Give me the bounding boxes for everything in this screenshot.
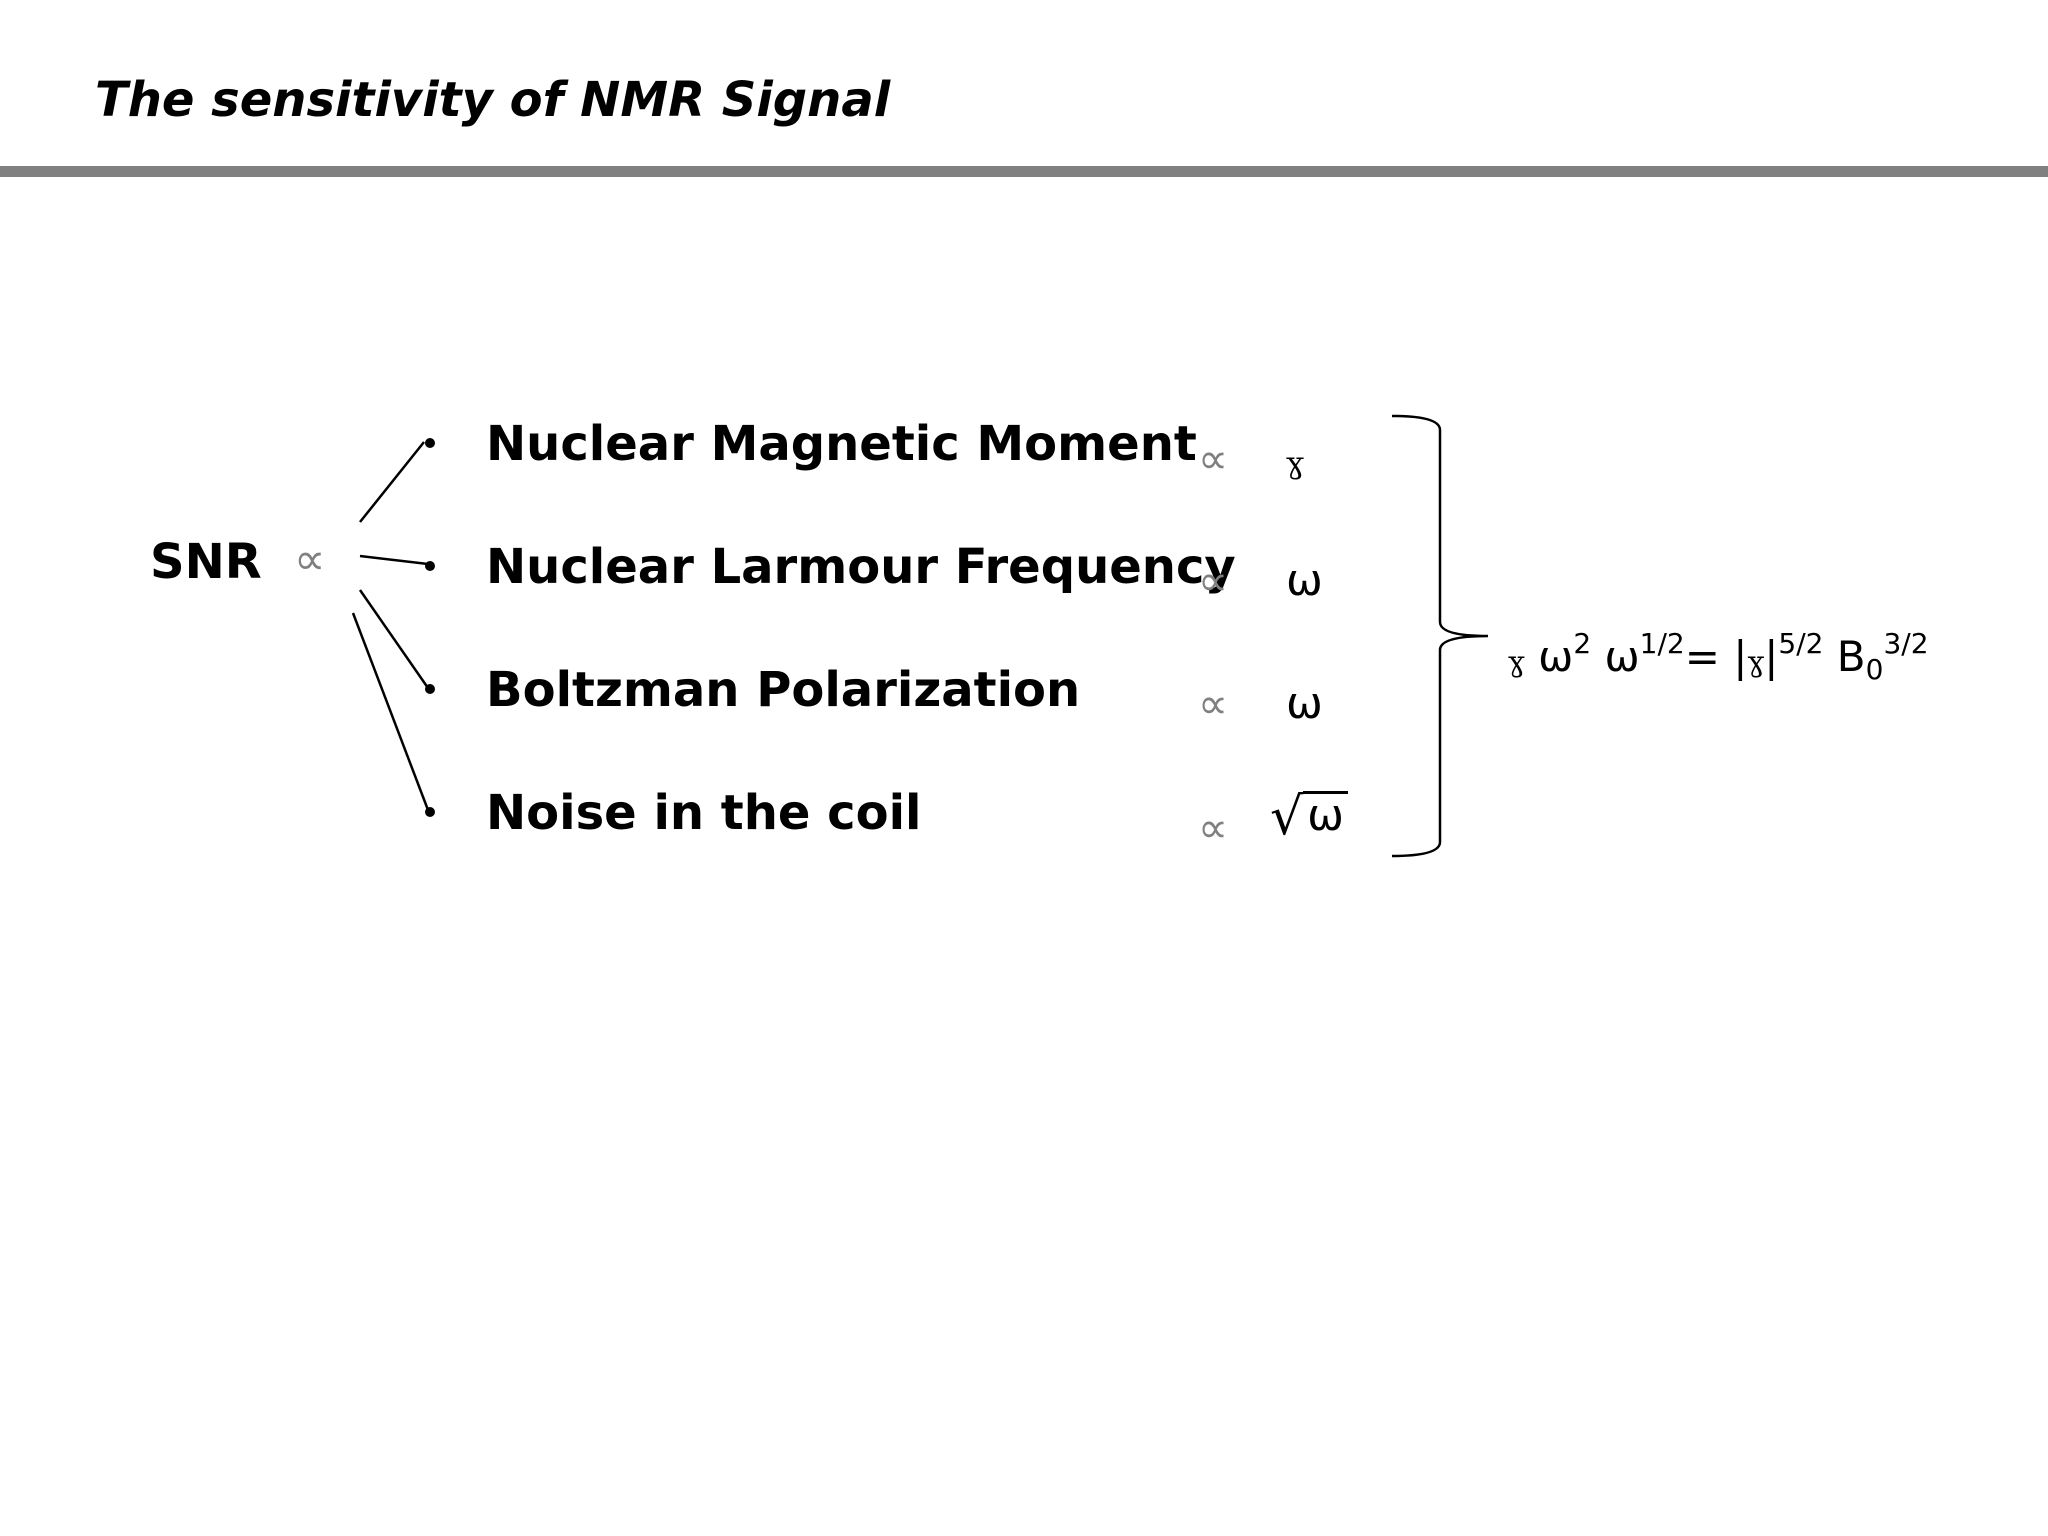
gamma-symbol: ɣ	[1747, 645, 1765, 678]
item-noise-in-the-coil: Noise in the coil	[486, 785, 922, 841]
omega-symbol: ω	[1538, 632, 1574, 681]
connector-line-3	[358, 589, 430, 689]
proportional-symbol: ∝	[294, 534, 326, 585]
sqrt-omega-expression: √ω	[1270, 788, 1348, 845]
snr-label: SNR	[150, 534, 262, 590]
exponent: 2	[1573, 627, 1592, 660]
exponent: 3/2	[1883, 627, 1929, 660]
proportional-symbol: ∝	[1198, 803, 1229, 852]
connector-line-4	[351, 612, 430, 811]
connector-line-1	[359, 441, 425, 523]
bullet-2	[425, 561, 435, 571]
exponent: 5/2	[1778, 627, 1824, 660]
item-boltzman-polarization: Boltzman Polarization	[486, 662, 1081, 718]
gamma-symbol: ɣ	[1286, 446, 1304, 481]
result-expression: ɣ ω2 ω1/2= |ɣ|5/2 B03/2	[1508, 616, 1929, 698]
proportional-symbol: ∝	[1198, 556, 1229, 605]
right-brace	[1391, 414, 1489, 858]
item-nuclear-magnetic-moment: Nuclear Magnetic Moment	[486, 416, 1197, 472]
omega-symbol: ω	[1303, 791, 1348, 838]
bullet-3	[425, 684, 435, 694]
omega-symbol: ω	[1604, 632, 1640, 681]
b-symbol: B	[1836, 632, 1866, 681]
radical-sign: √	[1270, 787, 1304, 847]
connector-line-2	[359, 554, 429, 566]
slide-title: The sensitivity of NMR Signal	[95, 72, 891, 128]
gamma-symbol: ɣ	[1508, 645, 1525, 678]
omega-symbol: ω	[1286, 555, 1323, 606]
title-divider	[0, 166, 2048, 177]
exponent: 1/2	[1639, 627, 1685, 660]
bullet-4	[425, 807, 435, 817]
abs-bar: |	[1764, 632, 1779, 681]
proportional-symbol: ∝	[1198, 434, 1229, 483]
bullet-1	[425, 438, 435, 448]
item-nuclear-larmour-frequency: Nuclear Larmour Frequency	[486, 539, 1236, 595]
sqrt-omega: √ω	[1270, 788, 1348, 845]
omega-symbol: ω	[1286, 678, 1323, 729]
equals-sign: = |	[1684, 632, 1748, 681]
proportional-symbol: ∝	[1198, 679, 1229, 728]
subscript: 0	[1865, 653, 1884, 686]
